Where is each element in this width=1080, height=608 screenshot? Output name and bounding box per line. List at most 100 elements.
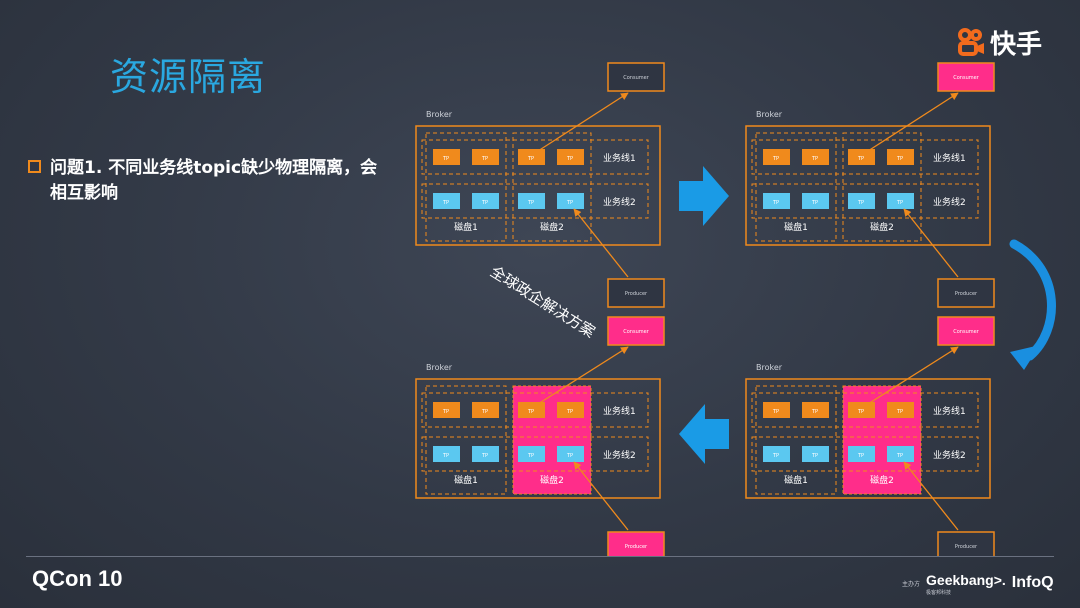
tp-label: TP	[481, 453, 488, 459]
producer-box-label: Producer	[955, 291, 978, 297]
disk1-label: 磁盘1	[784, 474, 808, 486]
tp-blue	[848, 446, 875, 462]
business-line1-label: 业务线1	[933, 152, 966, 164]
broker-label: Broker	[426, 110, 453, 119]
tp-label: TP	[896, 409, 903, 415]
qcon-logo: QCon 10	[32, 566, 123, 591]
business-line1-label: 业务线1	[933, 405, 966, 417]
bullet-square-icon	[28, 160, 41, 173]
broker-label: Broker	[426, 363, 453, 372]
tp-label: TP	[811, 156, 818, 162]
tp-orange	[802, 402, 829, 418]
tp-label: TP	[811, 200, 818, 206]
tp-orange	[887, 149, 914, 165]
consume-arrow	[867, 346, 959, 405]
brand-name: 快手	[990, 29, 1043, 60]
disk2-label: 磁盘2	[870, 221, 894, 233]
bullet-point: 问题1. 不同业务线topic缺少物理隔离，会相互影响	[28, 156, 388, 206]
footer-divider	[26, 556, 1054, 557]
business-line1-label: 业务线1	[603, 405, 636, 417]
disk1-label: 磁盘1	[784, 221, 808, 233]
disk1-area	[425, 385, 507, 495]
tp-label: TP	[896, 156, 903, 162]
produce-arrow	[903, 461, 959, 531]
business-line1-label: 业务线1	[603, 152, 636, 164]
tp-label: TP	[857, 200, 864, 206]
broker-box	[415, 125, 661, 246]
tp-label: TP	[811, 453, 818, 459]
tp-blue	[472, 193, 499, 209]
tp-orange	[557, 402, 584, 418]
producer-box-label: Producer	[625, 291, 648, 297]
tp-orange	[763, 149, 790, 165]
disk2-area	[512, 132, 592, 242]
tp-label: TP	[896, 453, 903, 459]
kuaishou-logo: 快手	[956, 24, 1042, 60]
tp-orange	[518, 149, 545, 165]
annotation-text: 全球政企解决方案	[487, 262, 598, 341]
business-line2-label: 业务线2	[603, 449, 636, 461]
tp-label: TP	[857, 156, 864, 162]
tp-label: TP	[481, 409, 488, 415]
consumer-box-label: Consumer	[953, 75, 979, 81]
tp-label: TP	[772, 156, 779, 162]
produce-arrow	[903, 208, 959, 278]
tp-label: TP	[527, 409, 534, 415]
consume-arrow	[537, 92, 629, 152]
disk2-label: 磁盘2	[540, 221, 564, 233]
tp-label: TP	[811, 409, 818, 415]
business-line2-area	[751, 183, 979, 219]
tp-orange	[518, 402, 545, 418]
business-line1-area	[421, 139, 649, 175]
sponsor-label: 主办方	[902, 580, 921, 588]
producer-box	[937, 278, 995, 308]
business-line2-label: 业务线2	[933, 449, 966, 461]
tp-label: TP	[896, 200, 903, 206]
tp-orange	[763, 402, 790, 418]
produce-arrow	[573, 208, 629, 278]
tp-orange	[433, 149, 460, 165]
geekbang-subtitle: 极客邦科技	[926, 590, 952, 596]
geekbang-logo: Geekbang>. 极客邦科技	[926, 570, 1006, 596]
disk2-label: 磁盘2	[870, 474, 894, 486]
kuaishou-icon	[958, 28, 984, 56]
consumer-box	[937, 316, 995, 346]
broker-box	[745, 378, 991, 499]
tp-label: TP	[442, 200, 449, 206]
consumer-box-label: Consumer	[953, 329, 979, 335]
business-line2-label: 业务线2	[603, 196, 636, 208]
tp-label: TP	[857, 453, 864, 459]
infoq-logo: InfoQ	[1011, 574, 1054, 591]
tp-blue	[887, 446, 914, 462]
sponsor-logos: 主办方 Geekbang>. 极客邦科技 InfoQ	[902, 570, 1054, 596]
disk1-area	[425, 132, 507, 242]
broker-label: Broker	[756, 110, 783, 119]
broker-box	[415, 378, 661, 499]
flow-arrow-curved-head	[1010, 345, 1040, 370]
tp-blue	[472, 446, 499, 462]
produce-arrow	[573, 461, 629, 531]
tp-label: TP	[442, 453, 449, 459]
tp-blue	[887, 193, 914, 209]
tp-label: TP	[772, 453, 779, 459]
page-title: 资源隔离	[110, 55, 267, 99]
tp-blue	[802, 446, 829, 462]
business-line2-label: 业务线2	[933, 196, 966, 208]
disk1-area	[755, 385, 837, 495]
tp-orange	[472, 149, 499, 165]
tp-blue	[802, 193, 829, 209]
consume-arrow	[537, 346, 629, 405]
tp-blue	[518, 193, 545, 209]
business-line1-area	[751, 139, 979, 175]
disk2-label: 磁盘2	[540, 474, 564, 486]
tp-label: TP	[527, 200, 534, 206]
business-line1-area	[421, 392, 649, 428]
producer-box	[937, 531, 995, 556]
producer-box-label: Producer	[955, 544, 978, 550]
tp-blue	[557, 193, 584, 209]
consumer-box	[937, 62, 995, 92]
tp-orange	[472, 402, 499, 418]
